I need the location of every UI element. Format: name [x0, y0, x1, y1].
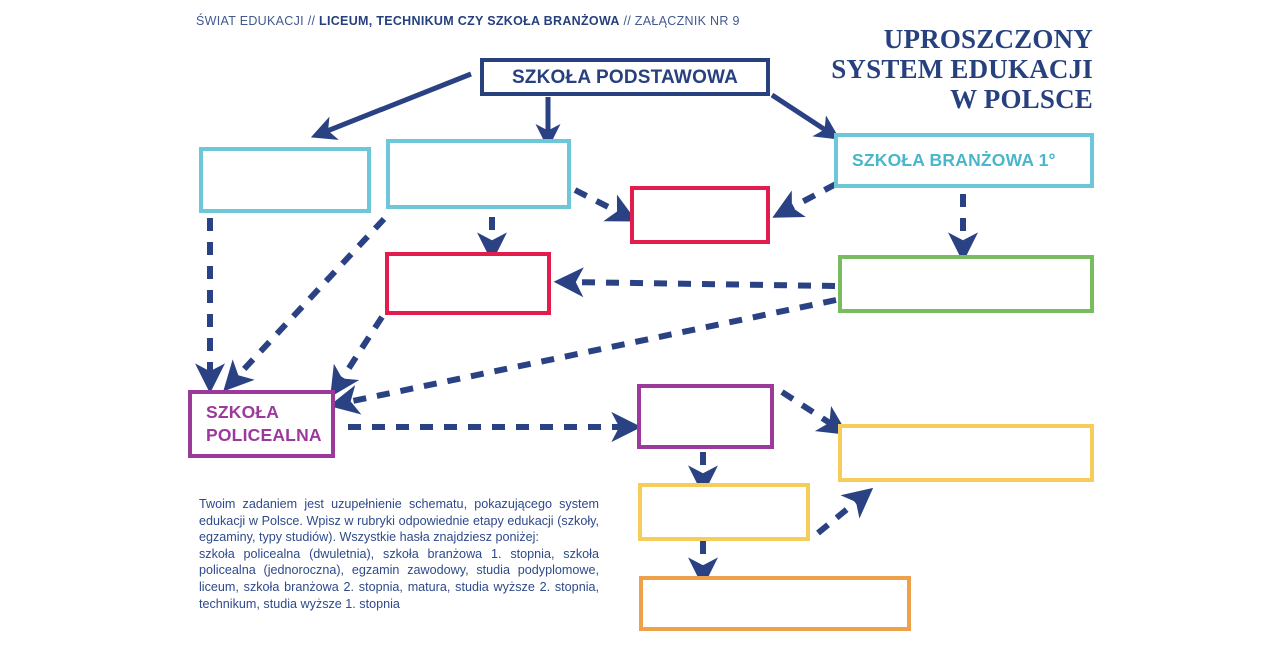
box-purple-right[interactable] — [637, 384, 774, 449]
page-title: UPROSZCZONY SYSTEM EDUKACJI W POLSCE — [673, 24, 1093, 114]
title-line-2: SYSTEM EDUKACJI — [831, 54, 1093, 84]
instructions-text: Twoim zadaniem jest uzupełnienie schemat… — [199, 496, 599, 612]
header-bold-title: LICEUM, TECHNIKUM CZY SZKOŁA BRANŻOWA — [319, 14, 620, 28]
title-line-3: W POLSCE — [950, 84, 1093, 114]
instructions-paragraph-1: Twoim zadaniem jest uzupełnienie schemat… — [199, 497, 599, 545]
header-suffix: // ZAŁĄCZNIK NR 9 — [619, 14, 740, 28]
box-vocational-school-1-label: SZKOŁA BRANŻOWA 1° — [852, 150, 1056, 170]
title-line-1: UPROSZCZONY — [883, 24, 1093, 54]
box-red-top[interactable] — [630, 186, 770, 244]
instructions-paragraph-2: szkoła policealna (dwuletnia), szkoła br… — [199, 546, 599, 611]
box-cyan-mid[interactable] — [386, 139, 571, 209]
box-primary-school-label: SZKOŁA PODSTAWOWA — [511, 66, 739, 88]
box-post-secondary-school-label: SZKOŁA POLICEALNA — [206, 402, 322, 445]
box-cyan-left[interactable] — [199, 147, 371, 213]
box-yellow-right[interactable] — [838, 424, 1094, 482]
box-vocational-school-1[interactable]: SZKOŁA BRANŻOWA 1° — [834, 133, 1094, 188]
box-post-secondary-school[interactable]: SZKOŁA POLICEALNA — [188, 390, 335, 458]
breadcrumb-header: ŚWIAT EDUKACJI // LICEUM, TECHNIKUM CZY … — [196, 14, 740, 28]
box-yellow-mid[interactable] — [638, 483, 810, 541]
box-orange-bottom[interactable] — [639, 576, 911, 631]
box-green[interactable] — [838, 255, 1094, 313]
box-primary-school[interactable]: SZKOŁA PODSTAWOWA — [480, 58, 770, 96]
header-prefix: ŚWIAT EDUKACJI // — [196, 14, 320, 28]
box-red-mid[interactable] — [385, 252, 551, 315]
